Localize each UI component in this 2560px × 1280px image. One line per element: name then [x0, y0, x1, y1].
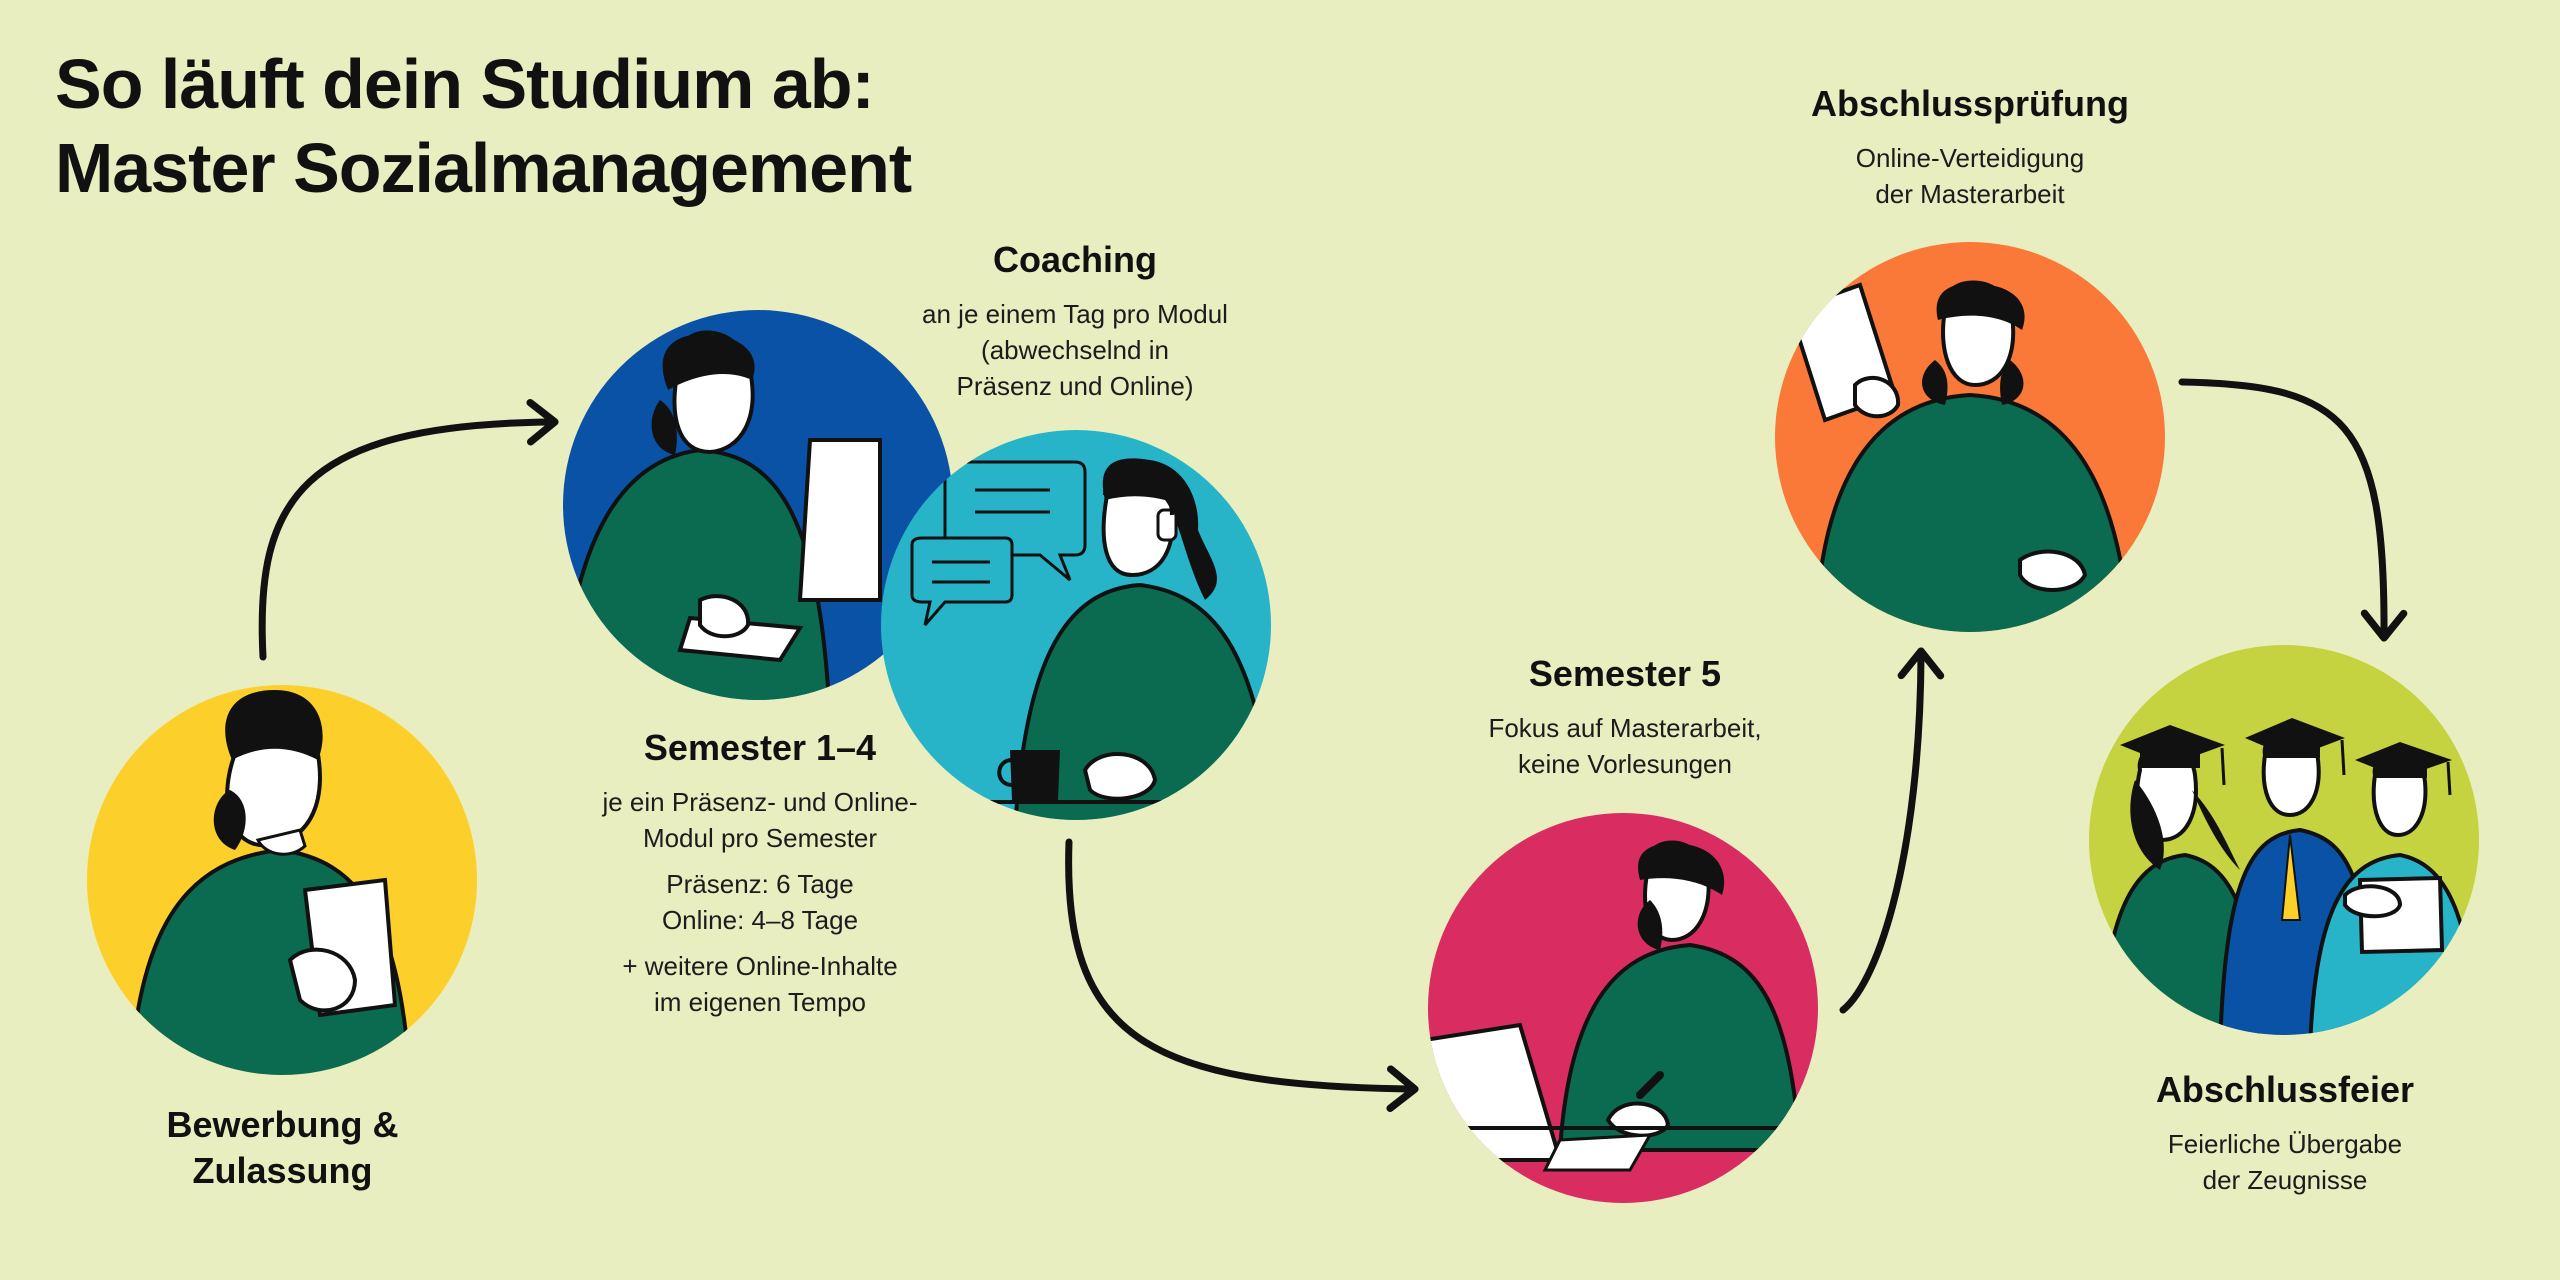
- stage-text: der Masterarbeit: [1875, 179, 2065, 209]
- arrow-icon: [1839, 647, 1945, 1014]
- coffee-mug-icon: [997, 750, 1060, 800]
- circle-abschlussfeier: [2089, 645, 2479, 1035]
- stage-text: Feierliche Übergabe: [2167, 1129, 2403, 1159]
- stage-title: Coaching: [992, 239, 1157, 280]
- chat-bubble-icon: [910, 536, 1014, 626]
- stage-title: Semester 1–4: [643, 727, 877, 768]
- stage-text: Modul pro Semester: [642, 823, 878, 853]
- stage-bewerbung: Bewerbung & Zulassung: [140, 1102, 425, 1208]
- stage-semester-5: Semester 5 Fokus auf Masterarbeit, keine…: [1460, 652, 1790, 782]
- page-title: So läuft dein Studium ab: Master Sozialm…: [55, 42, 912, 210]
- arrow-icon: [1065, 838, 1419, 1112]
- stage-title: Bewerbung & Zulassung: [140, 1102, 425, 1194]
- circle-semester-5: [1428, 813, 1818, 1203]
- stage-title: Semester 5: [1528, 653, 1722, 694]
- title-line-2: Master Sozialmanagement: [55, 129, 912, 207]
- stage-coaching: Coaching an je einem Tag pro Modul (abwe…: [900, 238, 1250, 404]
- stage-text: der Zeugnisse: [2202, 1165, 2368, 1195]
- stage-text: je ein Präsenz- und Online-: [602, 787, 918, 817]
- circle-abschlusspruefung: [1775, 242, 2165, 632]
- circle-coaching: [881, 430, 1271, 820]
- arrow-icon: [258, 398, 559, 661]
- stage-text: + weitere Online-Inhalte: [622, 951, 898, 981]
- stage-abschlusspruefung: Abschlussprüfung Online-Verteidigung der…: [1790, 82, 2150, 212]
- stage-text: (abwechselnd in: [981, 335, 1169, 365]
- circle-bewerbung: [87, 685, 477, 1075]
- circle-semester-1-4: [563, 310, 953, 700]
- person-holding-paper-icon: [1787, 280, 2133, 632]
- stage-title: Abschlussprüfung: [1810, 83, 2129, 124]
- stage-text: Präsenz und Online): [956, 371, 1194, 401]
- stage-title-line: Bewerbung &: [166, 1104, 399, 1145]
- stage-text: keine Vorlesungen: [1518, 749, 1732, 779]
- stage-semester-1-4: Semester 1–4 je ein Präsenz- und Online-…: [580, 726, 940, 1020]
- stage-text: Präsenz: 6 Tage: [666, 869, 854, 899]
- stage-title-line: Zulassung: [192, 1150, 373, 1191]
- arrow-icon: [2178, 378, 2408, 642]
- stage-text: Fokus auf Masterarbeit,: [1488, 713, 1762, 743]
- graduate-cap-icon: [2355, 742, 2452, 796]
- flow-arrows: [258, 378, 2408, 1112]
- stage-abschlussfeier: Abschlussfeier Feierliche Übergabe der Z…: [2110, 1068, 2460, 1198]
- stage-text: an je einem Tag pro Modul: [922, 299, 1228, 329]
- stage-text: im eigenen Tempo: [654, 987, 866, 1017]
- stage-text: Online-Verteidigung: [1855, 143, 2085, 173]
- stage-text: Online: 4–8 Tage: [661, 905, 859, 935]
- graduate-cap-icon: [2120, 725, 2226, 786]
- graduate-cap-icon: [2245, 718, 2346, 776]
- stage-title: Abschlussfeier: [2155, 1069, 2415, 1110]
- person-reading-icon: [127, 690, 413, 1075]
- title-line-1: So läuft dein Studium ab:: [55, 45, 875, 123]
